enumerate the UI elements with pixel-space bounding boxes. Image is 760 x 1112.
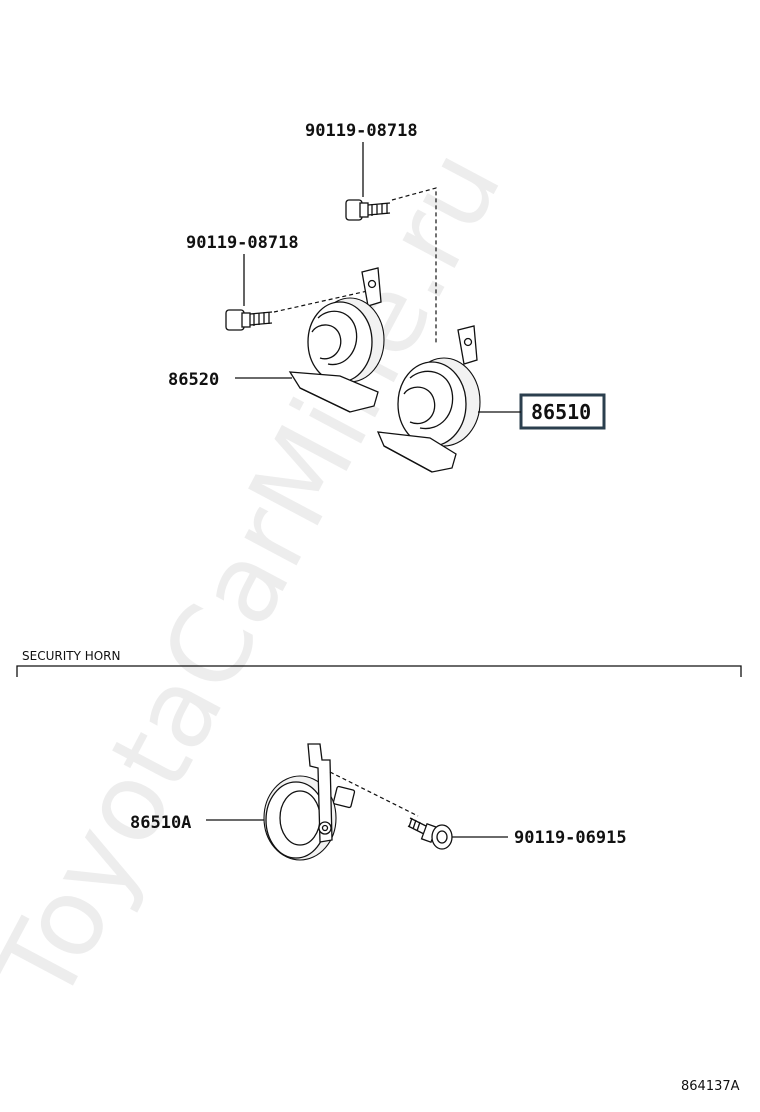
label-bolt-top[interactable]: 90119-08718 [305, 121, 418, 141]
security-bolt-icon[interactable] [407, 817, 453, 850]
assembly-line-left [273, 289, 373, 313]
assembly-line-top [391, 187, 437, 344]
section-label: SECURITY HORN [22, 649, 121, 663]
horn-high-icon[interactable] [376, 325, 481, 473]
bolt-top-icon[interactable] [345, 199, 391, 221]
security-horn-icon[interactable] [263, 743, 356, 861]
bolt-left-icon[interactable] [225, 309, 273, 331]
label-security-bolt[interactable]: 90119-06915 [514, 828, 627, 848]
figure-number: 864137A [681, 1079, 740, 1094]
watermark-text: ToyotaCarMine.ru [0, 130, 526, 1023]
label-security-horn[interactable]: 86510A [130, 813, 191, 833]
horn-low-icon[interactable] [288, 267, 385, 413]
label-bolt-left[interactable]: 90119-08718 [186, 233, 299, 253]
label-horn-low[interactable]: 86520 [168, 370, 219, 390]
label-horn-high[interactable]: 86510 [531, 400, 591, 424]
assembly-line-security [329, 771, 419, 817]
section-bracket [16, 665, 742, 677]
